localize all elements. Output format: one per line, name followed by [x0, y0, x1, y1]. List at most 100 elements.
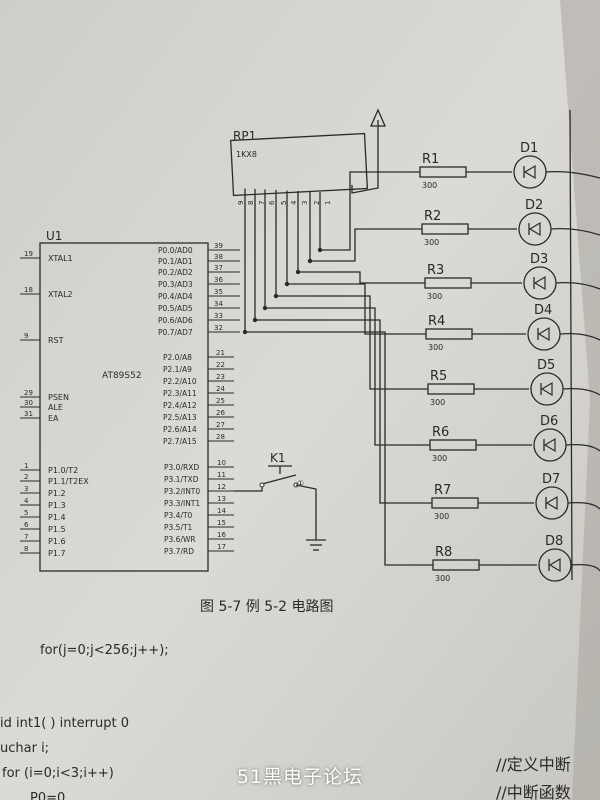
p3-pin-name: P3.7/RD	[164, 547, 194, 556]
p3-pin-name: P3.4/T0	[164, 511, 193, 520]
code-line-2: id int1( ) interrupt 0	[0, 716, 129, 731]
p3-pin-number: 14	[217, 507, 226, 515]
resistor-value-label: 300	[424, 238, 439, 247]
resistor-value-label: 300	[430, 398, 445, 407]
rp1-pin-number: 6	[268, 200, 276, 205]
resistor-value-label: 300	[432, 454, 447, 463]
left-pin-name: P1.3	[48, 501, 66, 510]
code-comment-2: //中断函数	[496, 783, 571, 800]
left-pin-name: ALE	[48, 403, 63, 412]
left-pin-name: P1.4	[48, 513, 66, 522]
resistor-value-label: 300	[428, 343, 443, 352]
p2-pin-name: P2.4/A12	[163, 401, 197, 410]
p0-pin-number: 35	[214, 288, 223, 296]
left-pin-name: EA	[48, 414, 59, 423]
p0-pin-number: 33	[214, 312, 223, 320]
led-ref-label: D1	[520, 141, 538, 156]
p3-pin-name: P3.1/TXD	[164, 475, 199, 484]
left-pin-number: 8	[24, 545, 28, 553]
resistor-value-label: 300	[435, 574, 450, 583]
figure-caption: 图 5-7 例 5-2 电路图	[200, 599, 334, 615]
p0-pin-number: 32	[214, 324, 223, 332]
left-pin-name: P1.7	[48, 549, 66, 558]
row-feed-wire	[265, 307, 430, 446]
led-output-wire	[550, 227, 600, 236]
p0-pin-number: 39	[214, 242, 223, 250]
led-output-wire	[562, 387, 600, 396]
diode-triangle	[545, 495, 558, 511]
p2-pin-number: 21	[216, 349, 225, 357]
led-ref-label: D6	[540, 414, 558, 429]
p2-pin-name: P2.3/A11	[163, 389, 197, 398]
p0-pin-number: 37	[214, 264, 223, 272]
switch-k1: K1 ①	[234, 451, 326, 551]
p3-pin-name: P3.5/T1	[164, 523, 193, 532]
row-feed-wire	[287, 283, 426, 335]
diode-triangle	[523, 164, 536, 180]
resistor-ref-label: R2	[424, 209, 441, 224]
led-driver-rows: R1300D1R2300D2R3300D3R4300D4R5300D5R6300…	[245, 109, 600, 583]
rp1-vcc-wire	[351, 120, 379, 194]
row-feed-wire	[310, 228, 422, 262]
resistor-ref-label: R6	[432, 425, 449, 440]
p3-pin-number: 11	[217, 471, 226, 479]
code-line-3: uchar i;	[0, 741, 49, 756]
watermark: 51黑电子论坛	[236, 766, 364, 788]
p0-pin-number: 38	[214, 253, 223, 261]
p3-pin-name: P3.2/INT0	[164, 487, 200, 496]
led-ref-label: D7	[542, 472, 560, 487]
k1-contact	[261, 474, 297, 485]
diode-triangle	[548, 557, 561, 573]
led-output-wire	[565, 443, 600, 452]
rp1-pin-number: 2	[313, 201, 321, 205]
rp1-pin-number: 1	[324, 201, 332, 205]
led-output-wire	[559, 332, 600, 341]
led-output-wire	[570, 563, 600, 572]
left-pin-number: 30	[24, 399, 33, 407]
k1-ref-label: K1	[270, 451, 286, 465]
rp1-pin-number: 9	[237, 201, 245, 205]
led-ref-label: D8	[545, 534, 563, 549]
rp1-pin-number: 5	[280, 201, 288, 205]
led-ref-label: D5	[537, 358, 555, 373]
diode-triangle	[533, 275, 546, 291]
left-pin-name: PSEN	[48, 393, 69, 402]
p2-pin-number: 22	[216, 361, 225, 369]
led-ref-label: D4	[534, 303, 552, 318]
p0-pin-name: P0.0/AD0	[158, 246, 193, 255]
p2-pin-number: 25	[216, 397, 225, 405]
p2-pin-number: 23	[216, 373, 225, 381]
led-output-wire	[545, 170, 600, 179]
left-pin-number: 9	[24, 332, 28, 340]
p2-pin-name: P2.5/A13	[163, 413, 197, 422]
p0-pin-name: P0.3/AD3	[158, 280, 193, 289]
p0-pin-name: P0.5/AD5	[158, 304, 193, 313]
left-pin-number: 3	[24, 485, 28, 493]
p3-pin-name: P3.6/WR	[164, 535, 196, 544]
resistor-value-label: 300	[434, 512, 449, 521]
p0-pin-number: 36	[214, 276, 223, 284]
p3-pin-number: 15	[217, 519, 226, 527]
left-pin-name: P1.1/T2EX	[48, 477, 89, 486]
left-pin-name: P1.2	[48, 489, 66, 498]
left-pin-number: 19	[24, 250, 33, 258]
vcc-arrow-icon	[370, 108, 386, 127]
k1-pin-mark-icon: ①	[297, 479, 304, 488]
left-pin-number: 29	[24, 389, 33, 397]
rp1-body	[229, 132, 369, 197]
left-pin-number: 7	[24, 533, 28, 541]
p3-pin-number: 16	[217, 531, 226, 539]
p2-pin-name: P2.2/A10	[163, 377, 197, 386]
page-edge-shadow	[560, 0, 600, 800]
p0-pin-name: P0.4/AD4	[158, 292, 193, 301]
left-pin-number: 4	[24, 497, 29, 505]
k1-ground-wire	[295, 484, 317, 540]
resistor-ref-label: R4	[428, 314, 445, 329]
p3-pin-name: P3.0/RXD	[164, 463, 199, 472]
p0-pin-number: 34	[214, 300, 223, 308]
row-feed-wire	[276, 295, 428, 390]
p2-pin-number: 26	[216, 409, 225, 417]
